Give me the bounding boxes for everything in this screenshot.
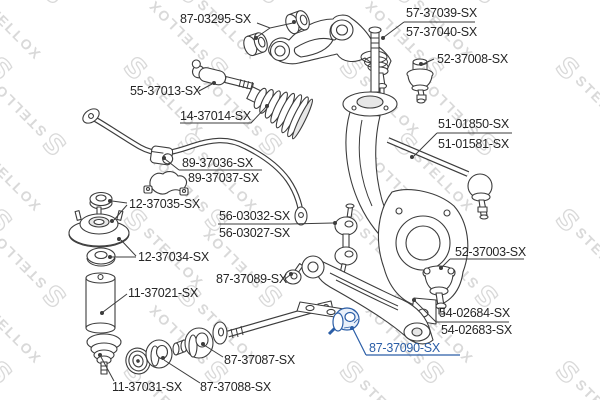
inner-tie-rod: [191, 59, 254, 91]
upper-arm-bushings: [243, 10, 310, 57]
part-label-87-37087: 87-37087-SX: [224, 353, 296, 367]
shock-lower-mount: [86, 333, 122, 375]
part-label-89-37037: 89-37037-SX: [188, 171, 260, 185]
part-label-87-37090-highlighted[interactable]: 87-37090-SX: [369, 341, 441, 355]
lower-ball-joint: [422, 265, 456, 315]
lower-control-arm: [301, 255, 434, 345]
lower-arm-bushing-highlighted[interactable]: [327, 307, 360, 336]
watermark-mark: [548, 50, 600, 147]
stabilizer-link: [334, 203, 358, 278]
part-label-57-37040: 57-37040-SX: [406, 25, 478, 39]
watermark-mark: [0, 217, 74, 314]
part-label-87-37088: 87-37088-SX: [200, 380, 272, 394]
rod-bushing-rear: [184, 327, 214, 359]
part-label-55-37013: 55-37013-SX: [130, 84, 202, 98]
part-label-87-37089: 87-37089-SX: [216, 272, 288, 286]
part-label-57-37039: 57-37039-SX: [406, 6, 478, 20]
link-bushing-part: [284, 263, 304, 285]
part-label-89-37036: 89-37036-SX: [182, 156, 254, 170]
part-label-51-01850: 51-01850-SX: [438, 117, 510, 131]
watermark-mark: [548, 354, 600, 400]
part-label-56-03032: 56-03032-SX: [219, 209, 291, 223]
part-label-54-02684: 54-02684-SX: [439, 306, 511, 320]
part-label-52-37008: 52-37008-SX: [437, 52, 509, 66]
strut-mount-bearing: [86, 247, 116, 267]
watermark-mark: [0, 65, 74, 162]
part-label-12-37034: 12-37034-SX: [138, 250, 210, 264]
tie-rod-end: [386, 137, 493, 220]
shock-absorber: [85, 272, 116, 334]
part-label-56-03027: 56-03027-SX: [219, 226, 291, 240]
rod-washer: [212, 321, 228, 345]
stabilizer-bushing: [149, 145, 174, 166]
part-labels: 87-03295-SX 57-37039-SX 57-37040-SX 52-3…: [112, 6, 527, 394]
watermark-mark: [0, 0, 74, 10]
part-label-87-03295: 87-03295-SX: [180, 12, 252, 26]
leader-lines: [98, 20, 524, 384]
watermark-mark: [548, 202, 600, 299]
part-label-14-37014: 14-37014-SX: [180, 109, 252, 123]
part-label-11-37021: 11-37021-SX: [128, 286, 199, 300]
part-label-54-02683: 54-02683-SX: [441, 323, 513, 337]
steering-rack-boot: [246, 86, 314, 140]
part-label-52-37003: 52-37003-SX: [455, 245, 527, 259]
rod-bushing-front: [145, 339, 173, 369]
stabilizer-bar: [82, 108, 308, 226]
dished-washer: [125, 347, 151, 375]
part-label-51-01581: 51-01581-SX: [438, 137, 510, 151]
stabilizer-bracket: [143, 171, 189, 196]
strut-mount: [68, 206, 130, 248]
highlighted-leader: [350, 326, 460, 356]
part-label-12-37035: 12-37035-SX: [129, 197, 201, 211]
damper-rod: [370, 29, 380, 93]
upper-ball-joint: [406, 58, 434, 104]
strut-assembly: [342, 26, 411, 253]
part-label-11-37031: 11-37031-SX: [112, 380, 183, 394]
strut-mount-nut: [89, 191, 113, 210]
